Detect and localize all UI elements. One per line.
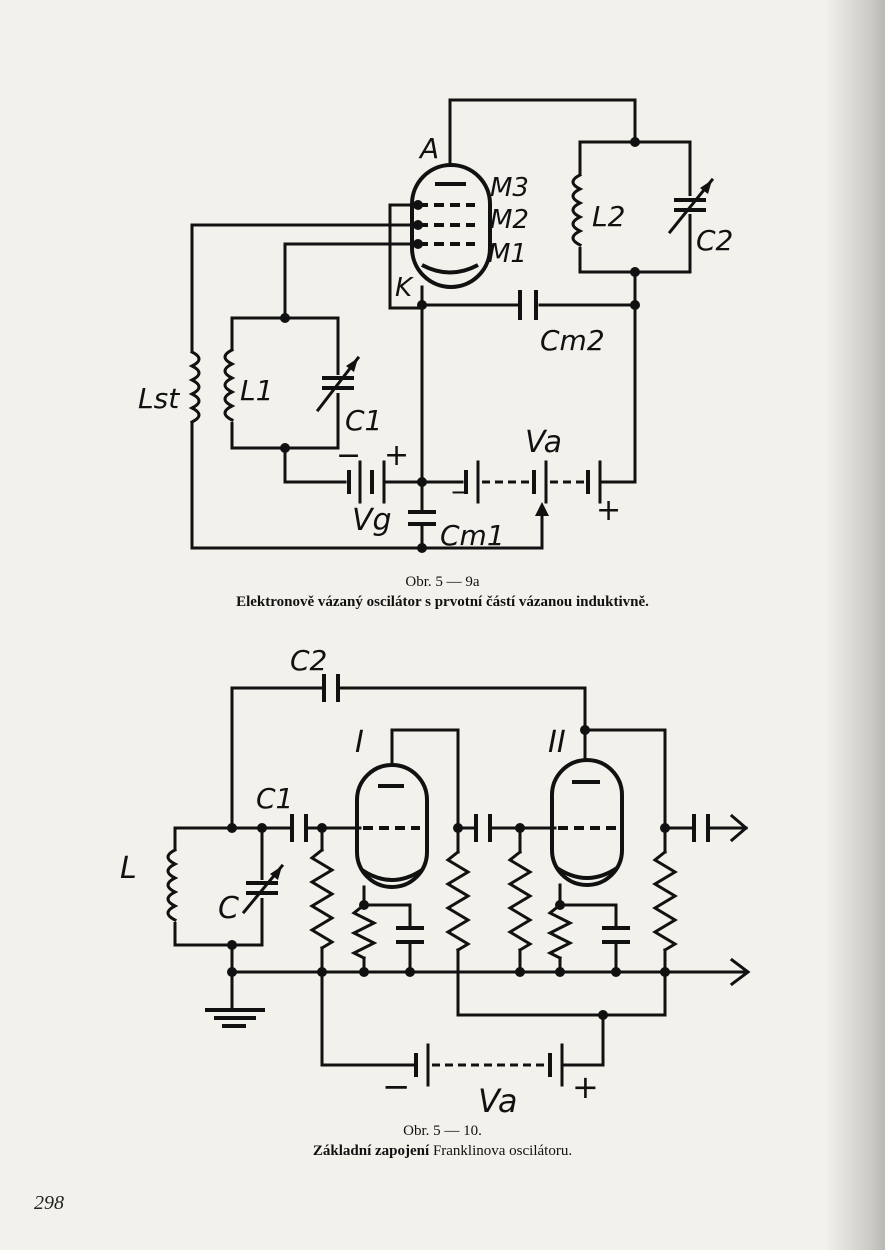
figure-1-caption: Elektronově vázaný oscilátor s prvotní č… [236,594,649,610]
ground-bus-arrow [729,957,751,987]
tube-cathode [421,263,479,275]
node [660,967,670,977]
label-l2: L2 [592,200,625,233]
node [317,967,327,977]
node [227,967,237,977]
coil-l1 [222,347,242,423]
label-c2: C2 [696,224,733,257]
figure-2-label: Obr. 5 — 10. [403,1123,482,1139]
node [359,967,369,977]
label-va-minus: − [382,1067,411,1107]
node [280,313,290,323]
label-cathode: K [395,273,414,303]
label-tube-1: I [355,725,364,760]
tube-1-cathode [360,868,424,882]
va-tap-arrow [535,502,549,516]
node [417,543,427,553]
resistor-grid-2 [507,826,533,974]
tube-2-anode-wire [583,728,667,830]
figure-2-caption: Základní zapojení Franklinova oscilátoru… [0,1143,885,1160]
anode-wire [448,98,637,167]
node [630,137,640,147]
label-va-plus: + [596,493,621,528]
label-m3: M3 [490,173,529,203]
label-vg-plus: + [384,438,409,473]
label-va: Va [478,1082,517,1120]
label-c2: C2 [290,644,327,677]
page-edge-shadow [825,0,885,1250]
resistor-cathode-1 [350,885,424,974]
node [413,200,423,210]
label-cm1: Cm1 [440,519,505,552]
page-number: 298 [34,1192,64,1214]
capacitor-c2 [667,177,715,235]
node [555,967,565,977]
node [405,967,415,977]
m3-to-cathode-wire [388,203,424,310]
capacitor-c [241,863,285,915]
label-l1: L1 [240,374,273,407]
node [611,967,621,977]
figure-electron-coupled-oscillator: A K M3 M2 M1 L2 C2 Cm2 Lst L1 C1 Va Vg C… [138,98,733,553]
cm1-gap [416,514,428,522]
label-vg: Vg [352,503,392,538]
resistor-anode-1 [445,826,471,1017]
figure-1-label: Obr. 5 — 9a [405,574,480,590]
label-va: Va [525,425,562,460]
figure-franklin-oscillator: C2 C1 L C I II Va − + [120,644,751,1120]
label-l: L [120,851,137,886]
va-plus-wire [560,1013,605,1067]
node [413,239,423,249]
node [413,220,423,230]
c-wire [230,826,264,947]
label-c1: C1 [345,404,382,437]
label-cm2: Cm2 [540,324,605,357]
output-arrow-head [729,813,749,843]
label-vg-minus: − [336,438,361,473]
tube-1-anode-wire [390,728,460,830]
label-tube-2: II [548,725,566,760]
label-va-plus: + [572,1068,599,1106]
coil-lst [182,349,202,425]
label-m1: M1 [488,239,527,269]
capacitor-c1 [315,355,361,413]
node [515,967,525,977]
label-anode: A [418,132,439,165]
vg-wire [283,446,347,484]
resistor-grid-1 [309,826,335,1067]
coil-l [165,847,185,923]
label-c1: C1 [256,782,293,815]
figure-2-caption-rest: Franklinova oscilátoru. [432,1143,573,1159]
figure-2-caption-bold: Základní zapojení [312,1143,430,1159]
c2-wire-right [338,686,587,732]
label-va-minus: − [450,478,470,506]
tube-2-cathode [555,866,619,880]
resistor-anode-2 [652,826,678,1017]
resistor-cathode-2 [546,883,630,974]
label-m2: M2 [490,205,529,235]
m1-wire [283,242,420,320]
c2-wire-left [230,686,324,830]
coil-l2 [570,172,590,248]
label-lst: Lst [138,382,180,415]
tube-2 [550,758,624,887]
m2-wire-lst [190,223,544,550]
label-c: C [218,891,239,926]
